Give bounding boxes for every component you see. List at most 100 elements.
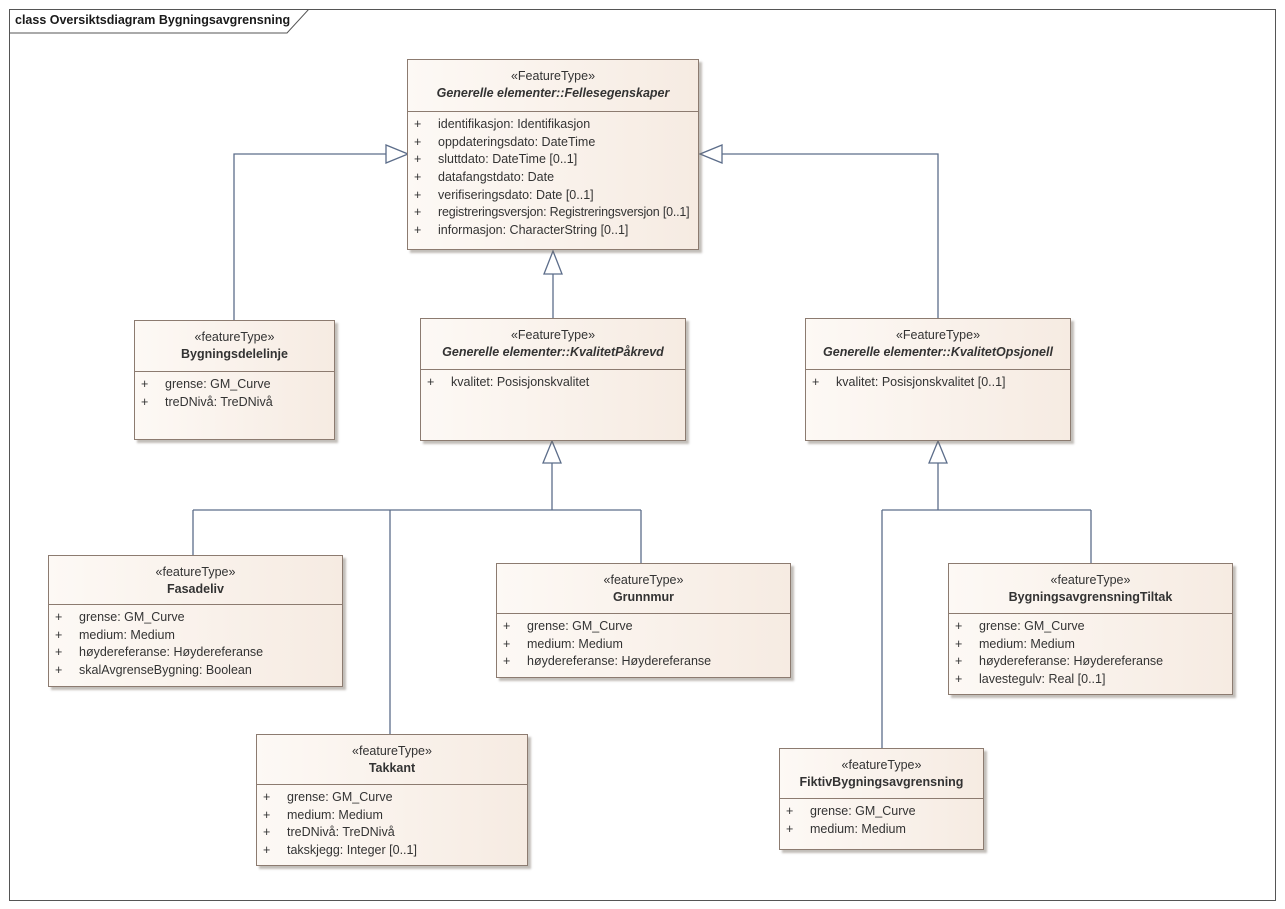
attribute-text: medium: Medium xyxy=(79,627,175,642)
attribute-text: grense: GM_Curve xyxy=(810,804,916,818)
stereotype-label: «featureType» xyxy=(194,330,275,344)
attribute-text: medium: Medium xyxy=(527,636,623,651)
attribute-row: + registreringsversjon: Registreringsvers… xyxy=(408,204,698,222)
visibility-marker: + xyxy=(414,187,422,202)
visibility-marker: + xyxy=(414,205,422,220)
class-takkant[interactable]: «featureType» Takkant + grense: GM_Curve … xyxy=(256,734,528,866)
attribute-text: registreringsversjon: Registreringsversj… xyxy=(438,205,690,220)
attribute-list: + grense: GM_Curve + medium: Medium + høyde… xyxy=(949,614,1232,689)
class-header: «featureType» Bygningsdelelinje xyxy=(135,321,334,372)
attribute-row: +treDNivå: TreDNivå xyxy=(135,394,334,412)
attribute-text: oppdateringsdato: DateTime xyxy=(438,134,596,149)
visibility-marker: + xyxy=(955,636,963,651)
attribute-list: +grense: GM_Curve +medium: Medium +høyde… xyxy=(49,605,342,680)
visibility-marker: + xyxy=(812,375,820,389)
stereotype-label: «FeatureType» xyxy=(895,328,981,342)
attribute-row: +høydereferanse: Høydereferanse xyxy=(497,653,790,671)
class-header: «featureType» Fasadeliv xyxy=(49,556,342,605)
stereotype-label: «featureType» xyxy=(352,744,432,758)
attribute-text: sluttdato: DateTime [0..1] xyxy=(438,152,578,167)
attribute-text: grense: GM_Curve xyxy=(979,619,1085,633)
class-grunnmur[interactable]: «featureType» Grunnmur +grense: GM_Curve… xyxy=(496,563,791,678)
visibility-marker: + xyxy=(414,117,422,131)
visibility-marker: + xyxy=(955,619,963,633)
attribute-text: kvalitet: Posisjonskvalitet [0..1] xyxy=(836,375,1006,389)
attribute-text: medium: Medium xyxy=(979,636,1075,651)
attribute-text: grense: GM_Curve xyxy=(79,610,185,624)
class-fiktivbygningsavgrensning[interactable]: «featureType» FiktivBygningsavgrensning … xyxy=(779,748,984,850)
class-kvalitetopsjonell[interactable]: «FeatureType» Generelle elementer::Kvali… xyxy=(805,318,1071,441)
inheritance-arrowhead-center xyxy=(543,249,563,275)
attribute-row: +oppdateringsdato: DateTime xyxy=(408,134,698,152)
class-name: Bygningsdelelinje xyxy=(181,347,288,361)
attribute-row: +grense: GM_Curve xyxy=(49,609,342,627)
attribute-text: treDNivå: TreDNivå xyxy=(165,394,273,409)
attribute-text: medium: Medium xyxy=(287,807,383,822)
stereotype-label: «FeatureType» xyxy=(510,69,596,83)
diagram-frame xyxy=(9,9,1276,901)
stereotype-label: «featureType» xyxy=(155,565,236,579)
visibility-marker: + xyxy=(263,790,271,804)
attribute-text: medium: Medium xyxy=(810,821,906,836)
visibility-marker: + xyxy=(786,804,794,818)
visibility-marker: + xyxy=(55,627,63,642)
inheritance-arrowhead-right xyxy=(698,144,723,164)
class-name: Generelle elementer::KvalitetPåkrevd xyxy=(442,345,664,359)
attribute-text: identifikasjon: Identifikasjon xyxy=(438,117,591,131)
visibility-marker: + xyxy=(55,645,63,660)
attribute-text: grense: GM_Curve xyxy=(287,790,393,804)
inheritance-arrowhead-kvalitetopsjonell xyxy=(928,439,948,464)
visibility-marker: + xyxy=(427,375,435,389)
inheritance-arrowhead-kvalitetpakrevd xyxy=(542,439,562,464)
class-name: Generelle elementer::KvalitetOpsjonell xyxy=(823,345,1053,359)
attribute-text: datafangstdato: Date xyxy=(438,170,555,185)
attribute-text: treDNivå: TreDNivå xyxy=(287,825,395,840)
attribute-list: + grense: GM_Curve + medium: Medium + treDN… xyxy=(257,785,527,860)
attribute-row: +grense: GM_Curve xyxy=(135,376,334,394)
attribute-row: + medium: Medium xyxy=(949,636,1232,654)
diagram-title: class Oversiktsdiagram Bygningsavgrensni… xyxy=(15,13,291,27)
attribute-text: takskjegg: Integer [0..1] xyxy=(287,843,417,858)
class-name: Fasadeliv xyxy=(167,582,224,596)
inheritance-arrowhead-left xyxy=(385,144,410,164)
class-bygningsdelelinje[interactable]: «featureType» Bygningsdelelinje +grense:… xyxy=(134,320,335,440)
attribute-row: + skalAvgrenseBygning: Boolean xyxy=(49,662,342,680)
class-name: FiktivBygningsavgrensning xyxy=(799,775,964,789)
attribute-row: + høydereferanse: Høydereferanse xyxy=(949,653,1232,671)
class-fasadeliv[interactable]: «featureType» Fasadeliv +grense: GM_Curv… xyxy=(48,555,343,687)
class-header: «FeatureType» Generelle elementer::Kvali… xyxy=(421,319,685,370)
attribute-row: + kvalitet: Posisjonskvalitet [0..1] xyxy=(806,374,1070,392)
attribute-row: + grense: GM_Curve xyxy=(257,789,527,807)
visibility-marker: + xyxy=(414,152,422,167)
visibility-marker: + xyxy=(55,663,63,678)
attribute-row: +lavestegulv: Real [0..1] xyxy=(949,671,1232,689)
attribute-text: høydereferanse: Høydereferanse xyxy=(979,654,1164,669)
attribute-text: skalAvgrenseBygning: Boolean xyxy=(79,663,252,678)
attribute-row: + medium: Medium xyxy=(49,627,342,645)
attribute-list: +identifikasjon: Identifikasjon +oppdate… xyxy=(408,112,698,240)
attribute-row: + grense: GM_Curve xyxy=(780,803,983,821)
class-name: BygningsavgrensningTiltak xyxy=(1008,590,1173,604)
class-header: «featureType» FiktivBygningsavgrensning xyxy=(780,749,983,799)
class-kvalitetpakrevd[interactable]: «FeatureType» Generelle elementer::Kvali… xyxy=(420,318,686,441)
attribute-list: +grense: GM_Curve +medium: Medium +høyde… xyxy=(497,614,790,671)
visibility-marker: + xyxy=(414,223,422,238)
attribute-list: + grense: GM_Curve + medium: Medium xyxy=(780,799,983,838)
attribute-row: + medium: Medium xyxy=(780,821,983,839)
attribute-text: verifiseringsdato: Date [0..1] xyxy=(438,187,594,202)
attribute-row: +kvalitet: Posisjonskvalitet xyxy=(421,374,685,392)
visibility-marker: + xyxy=(955,654,963,669)
attribute-row: + medium: Medium xyxy=(257,807,527,825)
visibility-marker: + xyxy=(141,377,149,391)
class-bygningsavgrensningtiltak[interactable]: «featureType» BygningsavgrensningTiltak … xyxy=(948,563,1233,695)
attribute-text: høydereferanse: Høydereferanse xyxy=(79,645,264,660)
class-fellesegenskaper[interactable]: «FeatureType» Generelle elementer::Felle… xyxy=(407,59,699,250)
visibility-marker: + xyxy=(414,170,422,185)
class-header: «featureType» Takkant xyxy=(257,735,527,785)
attribute-text: grense: GM_Curve xyxy=(527,619,633,633)
visibility-marker: + xyxy=(263,807,271,822)
visibility-marker: + xyxy=(263,825,271,840)
class-name: Grunnmur xyxy=(612,590,675,604)
visibility-marker: + xyxy=(786,821,794,836)
